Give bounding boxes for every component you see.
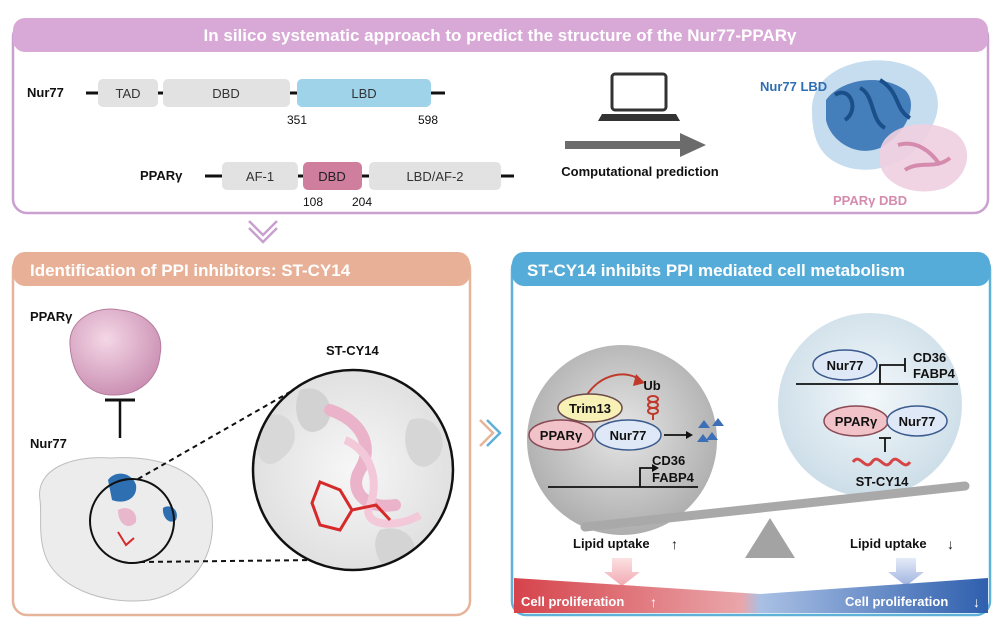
nur77-node-left: [594, 419, 662, 451]
ubiquitin-label: Ub: [643, 378, 660, 393]
lipid-uptake-left-label: Lipid uptake: [573, 536, 650, 551]
ppar-row-label: PPARγ: [140, 168, 183, 183]
ppar-dbd-structure-label: PPARγ DBD: [833, 193, 907, 208]
ppar-dbd-domain: [303, 162, 362, 190]
nur77-position-end: 598: [418, 113, 438, 127]
inhibition-bar-icon: [105, 398, 135, 438]
ppar-af1-label: AF-1: [246, 169, 274, 184]
zoom-line-bottom: [139, 559, 319, 563]
nur77-node-right: [886, 405, 948, 437]
prolif-up-arrow-icon: ↑: [650, 594, 657, 610]
ppar-af1-domain: [222, 162, 298, 190]
gene-promoter-arrow-left: [548, 467, 698, 488]
proliferation-gradient-bar: [514, 578, 988, 613]
nur77-lbd-label: LBD: [351, 86, 376, 101]
binding-site-blue: [108, 473, 137, 502]
nur77-protein-surface: [39, 457, 213, 602]
left-panel-title: Identification of PPI inhibitors: ST-CY1…: [30, 261, 351, 280]
nur77-tad-label: TAD: [115, 86, 140, 101]
cell-proliferation-right-label: Cell proliferation: [845, 594, 948, 609]
lipid-up-arrow-icon: ↑: [671, 536, 678, 552]
nur77-node-right-label: Nur77: [899, 414, 936, 429]
ppar-protein-label: PPARγ: [30, 309, 73, 324]
trim13-node: [557, 393, 623, 423]
pink-flow-arrow-icon: [604, 558, 640, 586]
binding-compound-red: [117, 531, 135, 547]
left-panel: Identification of PPI inhibitors: ST-CY1…: [11, 252, 472, 617]
top-panel: In silico systematic approach to predict…: [11, 18, 990, 215]
cell-untreated: Ub Trim13 PPARγ Nur77 CD36 FABP4: [527, 345, 724, 535]
gene-cd36-right: CD36: [913, 350, 946, 365]
prolif-down-arrow-icon: ↓: [973, 594, 980, 610]
top-panel-title: In silico systematic approach to predict…: [204, 26, 797, 45]
st-cy14-label-right: ST-CY14: [856, 474, 910, 489]
zoom-compound-label: ST-CY14: [326, 343, 380, 358]
ppar-domain-map: PPARγ AF-1 DBD LBD/AF-2 108 204: [140, 162, 514, 209]
right-panel-title-bar: [512, 252, 990, 286]
repression-line: [796, 358, 958, 385]
nur77-position-start: 351: [287, 113, 307, 127]
nur77-node-top-label: Nur77: [827, 358, 864, 373]
ppar-position-end: 204: [352, 195, 372, 209]
balance-seesaw: [580, 481, 970, 558]
predicted-complex-structure: [812, 60, 968, 192]
nur77-node-top: [812, 349, 878, 381]
zoom-line-top: [137, 391, 291, 480]
gene-fabp4-right: FABP4: [913, 366, 956, 381]
ppar-protein-surface: [69, 308, 162, 396]
top-panel-title-bar: [13, 18, 988, 52]
nur77-domain-map: Nur77 TAD DBD LBD 351 598: [27, 79, 445, 127]
cell-treated: Nur77 CD36 FABP4 PPARγ Nur77 ST-CY14: [778, 313, 962, 497]
nur77-row-label: Nur77: [27, 85, 64, 100]
laptop-icon: [598, 72, 680, 121]
ppar-lbd-label: LBD/AF-2: [406, 169, 463, 184]
chevron-down-icon: [248, 220, 278, 244]
ppar-node-left-label: PPARγ: [540, 428, 583, 443]
cell-proliferation-left-label: Cell proliferation: [521, 594, 624, 609]
lipid-down-arrow-icon: ↓: [947, 536, 954, 552]
trim13-label: Trim13: [569, 401, 611, 416]
nur77-tad-domain: [98, 79, 158, 107]
fulcrum-triangle: [745, 518, 795, 558]
gene-cd36-left: CD36: [652, 453, 685, 468]
ppar-lbd-domain: [369, 162, 501, 190]
ubiquitin-chain-icon: [647, 395, 659, 420]
binding-site-magnifier: [89, 478, 175, 564]
left-panel-title-bar: [13, 252, 470, 286]
ppar-dbd-label: DBD: [318, 169, 345, 184]
computational-prediction-label: Computational prediction: [561, 164, 719, 179]
chevron-right-icon: [479, 419, 502, 447]
right-panel: ST-CY14 inhibits PPI mediated cell metab…: [510, 252, 992, 617]
lipid-uptake-right-label: Lipid uptake: [850, 536, 927, 551]
right-panel-title: ST-CY14 inhibits PPI mediated cell metab…: [527, 261, 905, 280]
ppar-node-right-label: PPARγ: [835, 414, 878, 429]
binding-site-pink: [118, 508, 137, 526]
nur77-lbd-domain: [297, 79, 431, 107]
nur77-node-left-label: Nur77: [610, 428, 647, 443]
gene-fabp4-left: FABP4: [652, 470, 695, 485]
arrow-right-icon: [565, 133, 706, 157]
compound-inhibition-mark: [879, 437, 891, 452]
ppar-node-left: [528, 419, 594, 451]
nur77-protein-label: Nur77: [30, 436, 67, 451]
st-cy14-molecule-icon: [851, 457, 912, 467]
degradation-fragments-icon: [697, 418, 724, 442]
nur77-dbd-label: DBD: [212, 86, 239, 101]
zoomed-binding-view: [251, 368, 455, 572]
nur77-dbd-domain: [163, 79, 290, 107]
blue-flow-arrow-icon: [888, 558, 924, 586]
nur77-lbd-structure-label: Nur77 LBD: [760, 79, 827, 94]
ppar-position-start: 108: [303, 195, 323, 209]
